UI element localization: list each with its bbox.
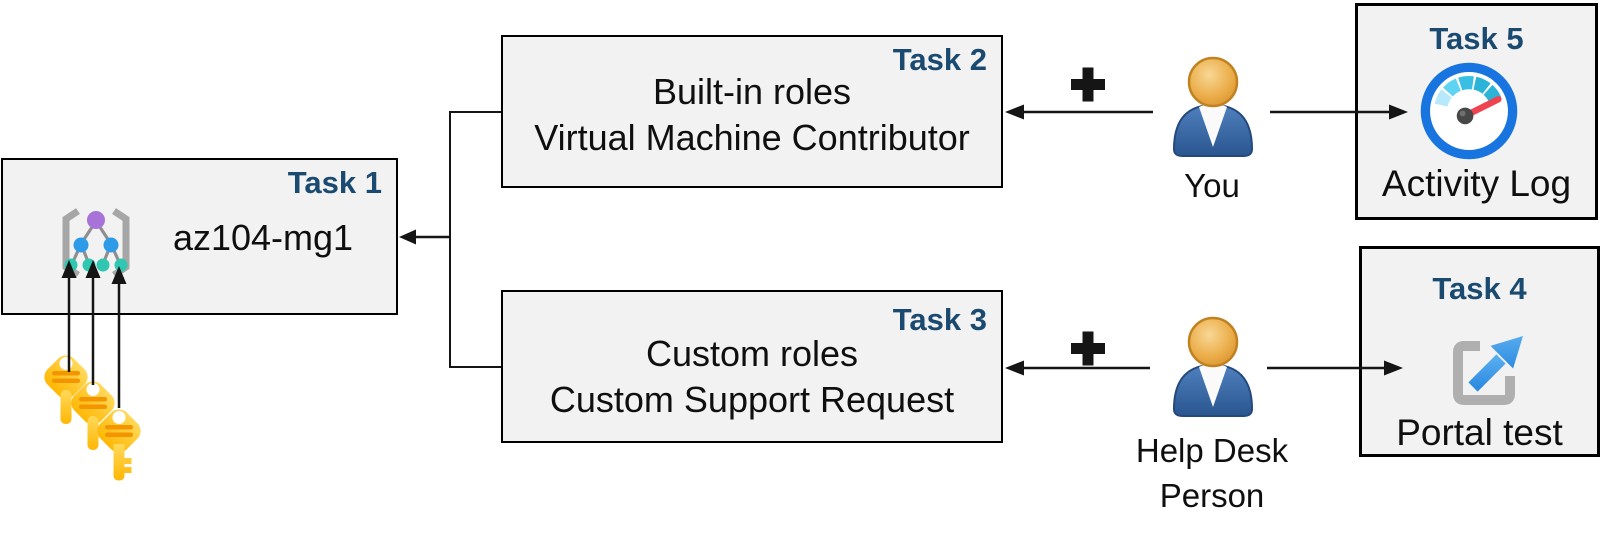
you-label: You	[1184, 167, 1240, 204]
task4-caption: Portal test	[1396, 412, 1563, 453]
task5-caption: Activity Log	[1381, 163, 1572, 204]
management-group-icon	[54, 208, 138, 278]
task2-label: Task 2	[892, 42, 987, 77]
activity-log-gauge-icon	[1420, 62, 1518, 160]
task4-box: Task 4 Portal test	[1359, 246, 1600, 457]
arrow-roles-to-task1	[399, 229, 450, 245]
three-access-keys-icon	[38, 346, 150, 482]
task2-line1: Built-in roles	[652, 71, 852, 112]
task2-line2: Virtual Machine Contributor	[534, 117, 970, 158]
task1-box: Task 1 az104-mg1	[1, 158, 398, 315]
task3-text: Custom roles Custom Support Request	[503, 331, 1001, 423]
task3-line2: Custom Support Request	[549, 379, 955, 420]
task1-label: Task 1	[287, 165, 382, 200]
arrow-you-to-task2	[1005, 104, 1153, 120]
task3-label: Task 3	[892, 302, 987, 337]
plus-icon-bottom	[1071, 331, 1105, 366]
task4-label: Task 4	[1432, 271, 1527, 306]
arrow-helpdesk-to-task3	[1005, 360, 1150, 376]
task2-text: Built-in roles Virtual Machine Contribut…	[503, 69, 1001, 161]
help-desk-person-icon	[1169, 315, 1257, 417]
task2-box: Task 2 Built-in roles Virtual Machine Co…	[501, 35, 1003, 188]
task5-label: Task 5	[1429, 21, 1524, 56]
task5-box: Task 5 Activity Log	[1355, 3, 1598, 220]
task3-box: Task 3 Custom roles Custom Support Reque…	[501, 290, 1003, 443]
task1-resource-name: az104-mg1	[172, 217, 354, 258]
help-desk-label-line2: Person	[1159, 477, 1265, 514]
you-person-icon	[1169, 55, 1257, 157]
plus-icon-top	[1071, 67, 1105, 102]
task3-line1: Custom roles	[645, 333, 859, 374]
help-desk-label-line1: Help Desk	[1135, 432, 1289, 469]
key-2	[71, 381, 115, 450]
key-3	[97, 409, 141, 481]
connector-task2-task3-elbow	[449, 111, 501, 368]
portal-external-link-icon	[1439, 321, 1529, 411]
help-desk-label: Help Desk Person	[1090, 428, 1334, 518]
